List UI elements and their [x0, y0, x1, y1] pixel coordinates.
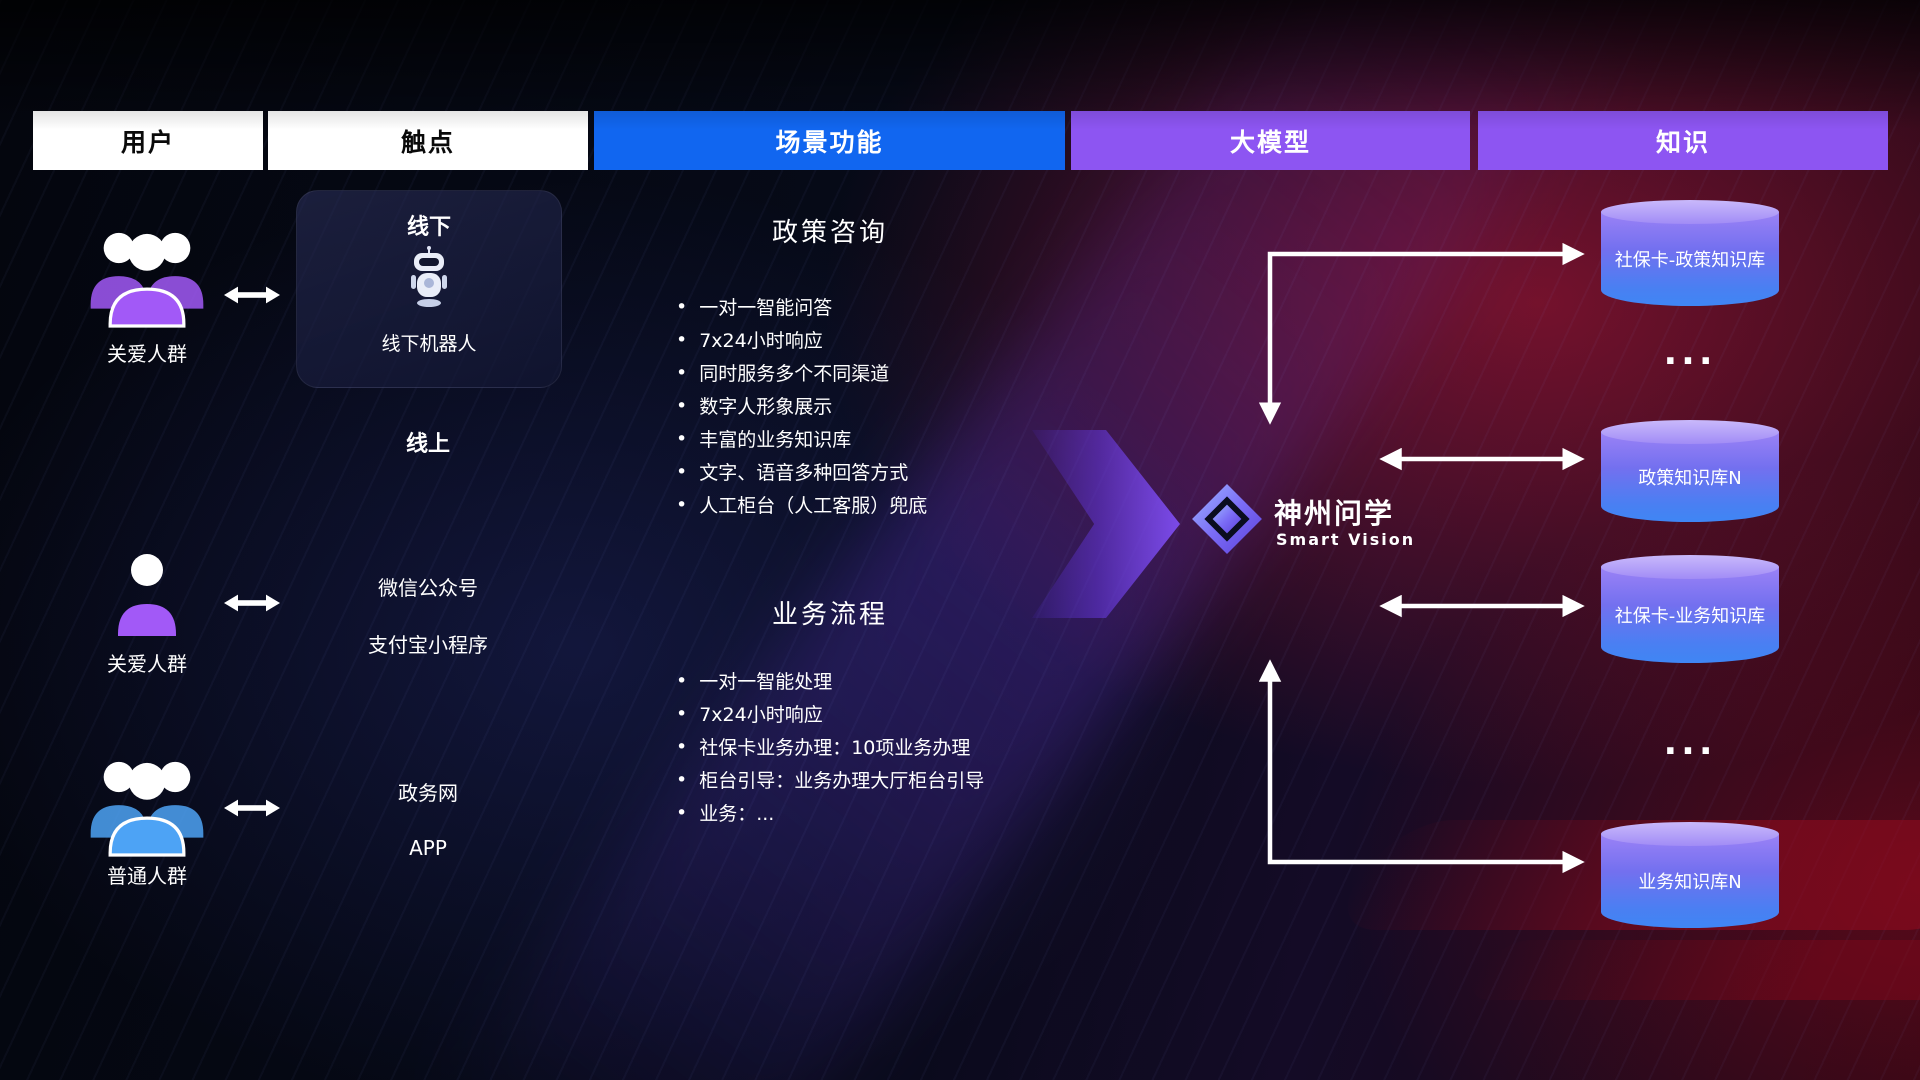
channel-wechat: 微信公众号: [378, 576, 478, 600]
kb-label: 社保卡-业务知识库: [1614, 605, 1766, 627]
kb-cylinder-policy-n: 政策知识库N: [1601, 420, 1779, 522]
user-group-label: 关爱人群: [107, 652, 187, 676]
brand-subtitle: Smart Vision: [1276, 530, 1416, 549]
offline-title: 线下: [406, 215, 451, 240]
column-header-scenario: 场景功能: [594, 111, 1065, 170]
feature-item: 7x24小时响应: [676, 323, 1096, 356]
double-arrow-icon: [224, 282, 280, 308]
feature-item: 丰富的业务知识库: [676, 422, 1096, 455]
ellipsis-text: ...: [1663, 722, 1717, 763]
user-group-label: 关爱人群: [107, 342, 187, 366]
ellipsis-text: ...: [1663, 332, 1717, 373]
feature-item: 一对一智能处理: [676, 664, 1096, 697]
column-header-knowledge: 知识: [1478, 111, 1888, 170]
offline-device-label: 线下机器人: [381, 333, 477, 355]
feature-item: 文字、语音多种回答方式: [676, 455, 1096, 488]
kb-cylinder-policy-card: 社保卡-政策知识库: [1601, 200, 1779, 306]
feature-item: 人工柜台（人工客服）兜底: [676, 488, 1096, 521]
person-icon: [112, 548, 182, 640]
channel-alipay: 支付宝小程序: [368, 633, 488, 657]
kb-label: 政策知识库N: [1638, 467, 1742, 489]
feature-item: 社保卡业务办理：10项业务办理: [676, 730, 1096, 763]
robot-icon: [407, 245, 451, 309]
policy-section-title: 政策咨询: [771, 218, 888, 248]
feature-item: 7x24小时响应: [676, 697, 1096, 730]
kb-label: 社保卡-政策知识库: [1614, 249, 1766, 271]
policy-feature-list: 一对一智能问答 7x24小时响应 同时服务多个不同渠道 数字人形象展示 丰富的业…: [676, 290, 1096, 521]
channel-gov-web: 政务网: [398, 781, 458, 805]
feature-item: 同时服务多个不同渠道: [676, 356, 1096, 389]
online-title: 线上: [405, 432, 450, 457]
column-header-touchpoint: 触点: [268, 111, 588, 170]
cylinder-top: [1601, 420, 1779, 444]
offline-touchpoint-card: 线下 线下机器人: [296, 190, 562, 388]
user-group-label: 普通人群: [107, 864, 187, 888]
column-header-user: 用户: [33, 111, 263, 170]
column-header-model: 大模型: [1071, 111, 1470, 170]
channel-app: APP: [409, 836, 447, 860]
kb-cylinder-business-card: 社保卡-业务知识库: [1601, 555, 1779, 663]
business-section-title: 业务流程: [771, 600, 888, 630]
feature-item: 一对一智能问答: [676, 290, 1096, 323]
kb-label: 业务知识库N: [1638, 871, 1742, 893]
cylinder-top: [1601, 555, 1779, 579]
cylinder-top: [1601, 200, 1779, 224]
double-arrow-icon: [224, 795, 280, 821]
group-people-icon: [82, 744, 212, 862]
brand-name: 神州问学: [1274, 497, 1395, 530]
kb-cylinder-business-n: 业务知识库N: [1601, 822, 1779, 928]
feature-item: 业务：...: [676, 796, 1096, 829]
background-red-swoosh: [1458, 940, 1920, 1000]
double-arrow-icon: [224, 590, 280, 616]
business-feature-list: 一对一智能处理 7x24小时响应 社保卡业务办理：10项业务办理 柜台引导：业务…: [676, 664, 1096, 829]
feature-item: 柜台引导：业务办理大厅柜台引导: [676, 763, 1096, 796]
cylinder-top: [1601, 822, 1779, 846]
group-people-icon: [82, 215, 212, 333]
brand-diamond-icon: [1190, 482, 1264, 556]
feature-item: 数字人形象展示: [676, 389, 1096, 422]
